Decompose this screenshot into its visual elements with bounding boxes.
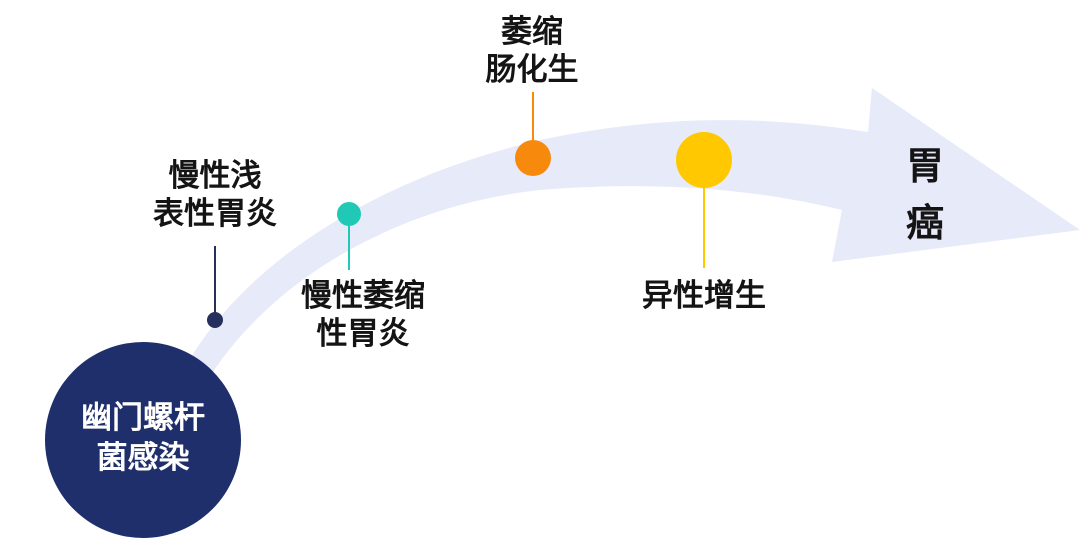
label-atrophic-gastritis: 慢性萎缩 性胃炎 bbox=[301, 278, 425, 352]
progression-arrow bbox=[172, 88, 1080, 400]
dot-superficial bbox=[207, 312, 223, 328]
start-circle bbox=[45, 342, 241, 538]
label-start: 幽门螺杆 菌感染 bbox=[81, 400, 205, 477]
label-gastric-cancer: 胃 癌 bbox=[905, 144, 944, 245]
label-dysplasia: 异性增生 bbox=[642, 278, 766, 314]
dot-metaplasia bbox=[515, 140, 551, 176]
dot-dysplasia bbox=[676, 132, 732, 188]
label-intestinal-metaplasia: 萎缩 肠化生 bbox=[485, 14, 579, 88]
dot-atrophic bbox=[337, 202, 361, 226]
label-superficial-gastritis: 慢性浅 表性胃炎 bbox=[153, 158, 277, 232]
